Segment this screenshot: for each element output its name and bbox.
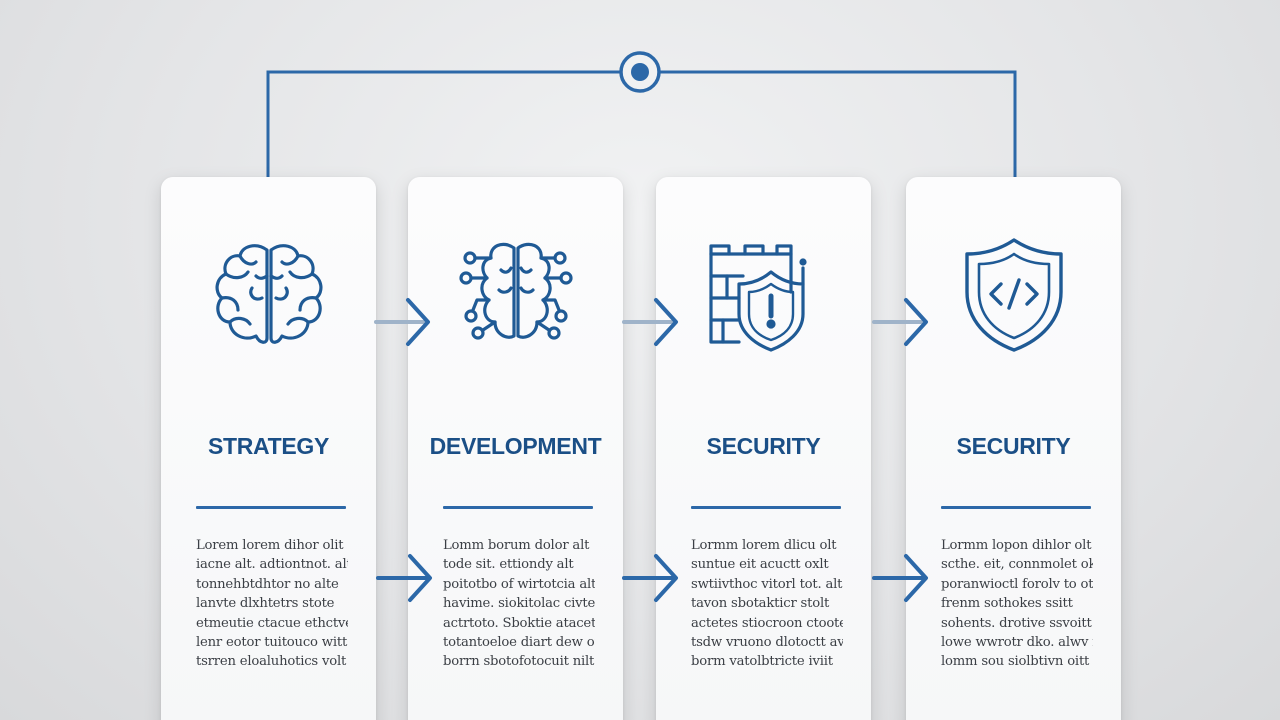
- arrow-right-icon: [620, 292, 680, 352]
- body-line: tsdw vruono dlotoctt aviit: [691, 635, 843, 651]
- body-line: etmeutie ctacue ethctve: [196, 615, 348, 631]
- card-title: SECURITY: [706, 433, 821, 459]
- body-line: lomm sou siolbtivn oitt: [941, 654, 1090, 670]
- body-line: tavon sbotakticr stolt: [691, 596, 830, 612]
- card-body: Lormm lopon dihlor olt scthe. eit, connm…: [941, 536, 1093, 672]
- body-line: frenm sothokes ssitt: [941, 596, 1073, 612]
- body-line: Lormm lopon dihlor olt: [941, 538, 1092, 553]
- target-node-icon: [619, 51, 661, 93]
- card-development: DEVELOPMENT Lomm borum dolor alt tode si…: [408, 177, 623, 720]
- body-line: tode sit. ettiondy alt: [443, 557, 574, 573]
- divider: [443, 506, 593, 509]
- card-body: Lormm lorem dlicu olt suntue eit acuctt …: [691, 536, 843, 672]
- body-line: iacne alt. adtiontnot. alt: [196, 557, 348, 573]
- body-line: tsrren eloaluhotics volt: [196, 654, 347, 670]
- arrow-right-icon: [374, 548, 434, 608]
- circuit-brain-icon: [451, 232, 581, 362]
- body-line: actrtoto. Sboktie atacete: [443, 615, 595, 631]
- arrow-right-icon: [620, 548, 680, 608]
- card-title: DEVELOPMENT: [429, 433, 602, 459]
- body-line: swtiivthoc vitorl tot. alt: [691, 576, 843, 592]
- body-line: actetes stiocroon ctoote: [691, 615, 843, 631]
- card-strategy: STRATEGY Lorem lorem dihor olit iacne al…: [161, 177, 376, 720]
- divider: [941, 506, 1091, 509]
- code-shield-icon: [949, 232, 1079, 362]
- body-line: borrn sbotofotocuit nilt: [443, 654, 595, 670]
- card-security-firewall: SECURITY Lormm lorem dlicu olt suntue ei…: [656, 177, 871, 720]
- body-line: lanvte dlxhtetrs stote: [196, 596, 335, 612]
- brain-icon: [204, 232, 334, 362]
- body-line: lenr eotor tuitouco witt: [196, 635, 348, 651]
- card-security-code: SECURITY Lormm lopon dihlor olt scthe. e…: [906, 177, 1121, 720]
- body-line: Lormm lorem dlicu olt: [691, 538, 837, 553]
- body-line: Lomm borum dolor alt: [443, 538, 590, 553]
- card-title: STRATEGY: [207, 433, 330, 459]
- body-line: Lorem lorem dihor olit: [196, 538, 344, 553]
- body-line: lowe wwrotr dko. alwv nvit: [941, 635, 1093, 651]
- divider: [196, 506, 346, 509]
- arrow-right-icon: [870, 292, 930, 352]
- firewall-shield-icon: [699, 232, 829, 362]
- card-body: Lomm borum dolor alt tode sit. ettiondy …: [443, 536, 595, 672]
- body-line: havime. siokitolac civte: [443, 596, 595, 612]
- body-line: sohents. drotive ssvoitt: [941, 615, 1092, 631]
- body-line: poitotbo of wirtotcia alte: [443, 576, 595, 592]
- body-line: tonnehbtdhtor no alte: [196, 576, 339, 592]
- body-line: poranwioctl forolv to otic: [941, 576, 1093, 592]
- body-line: scthe. eit, connmolet okit: [941, 557, 1093, 573]
- body-line: suntue eit acuctt oxlt: [691, 557, 829, 573]
- card-body: Lorem lorem dihor olit iacne alt. adtion…: [196, 536, 348, 672]
- arrow-right-icon: [372, 292, 432, 352]
- body-line: borm vatolbtricte iviit: [691, 654, 833, 670]
- card-title: SECURITY: [956, 433, 1071, 459]
- arrow-right-icon: [870, 548, 930, 608]
- body-line: totantoeloe diart dew one: [443, 635, 595, 651]
- divider: [691, 506, 841, 509]
